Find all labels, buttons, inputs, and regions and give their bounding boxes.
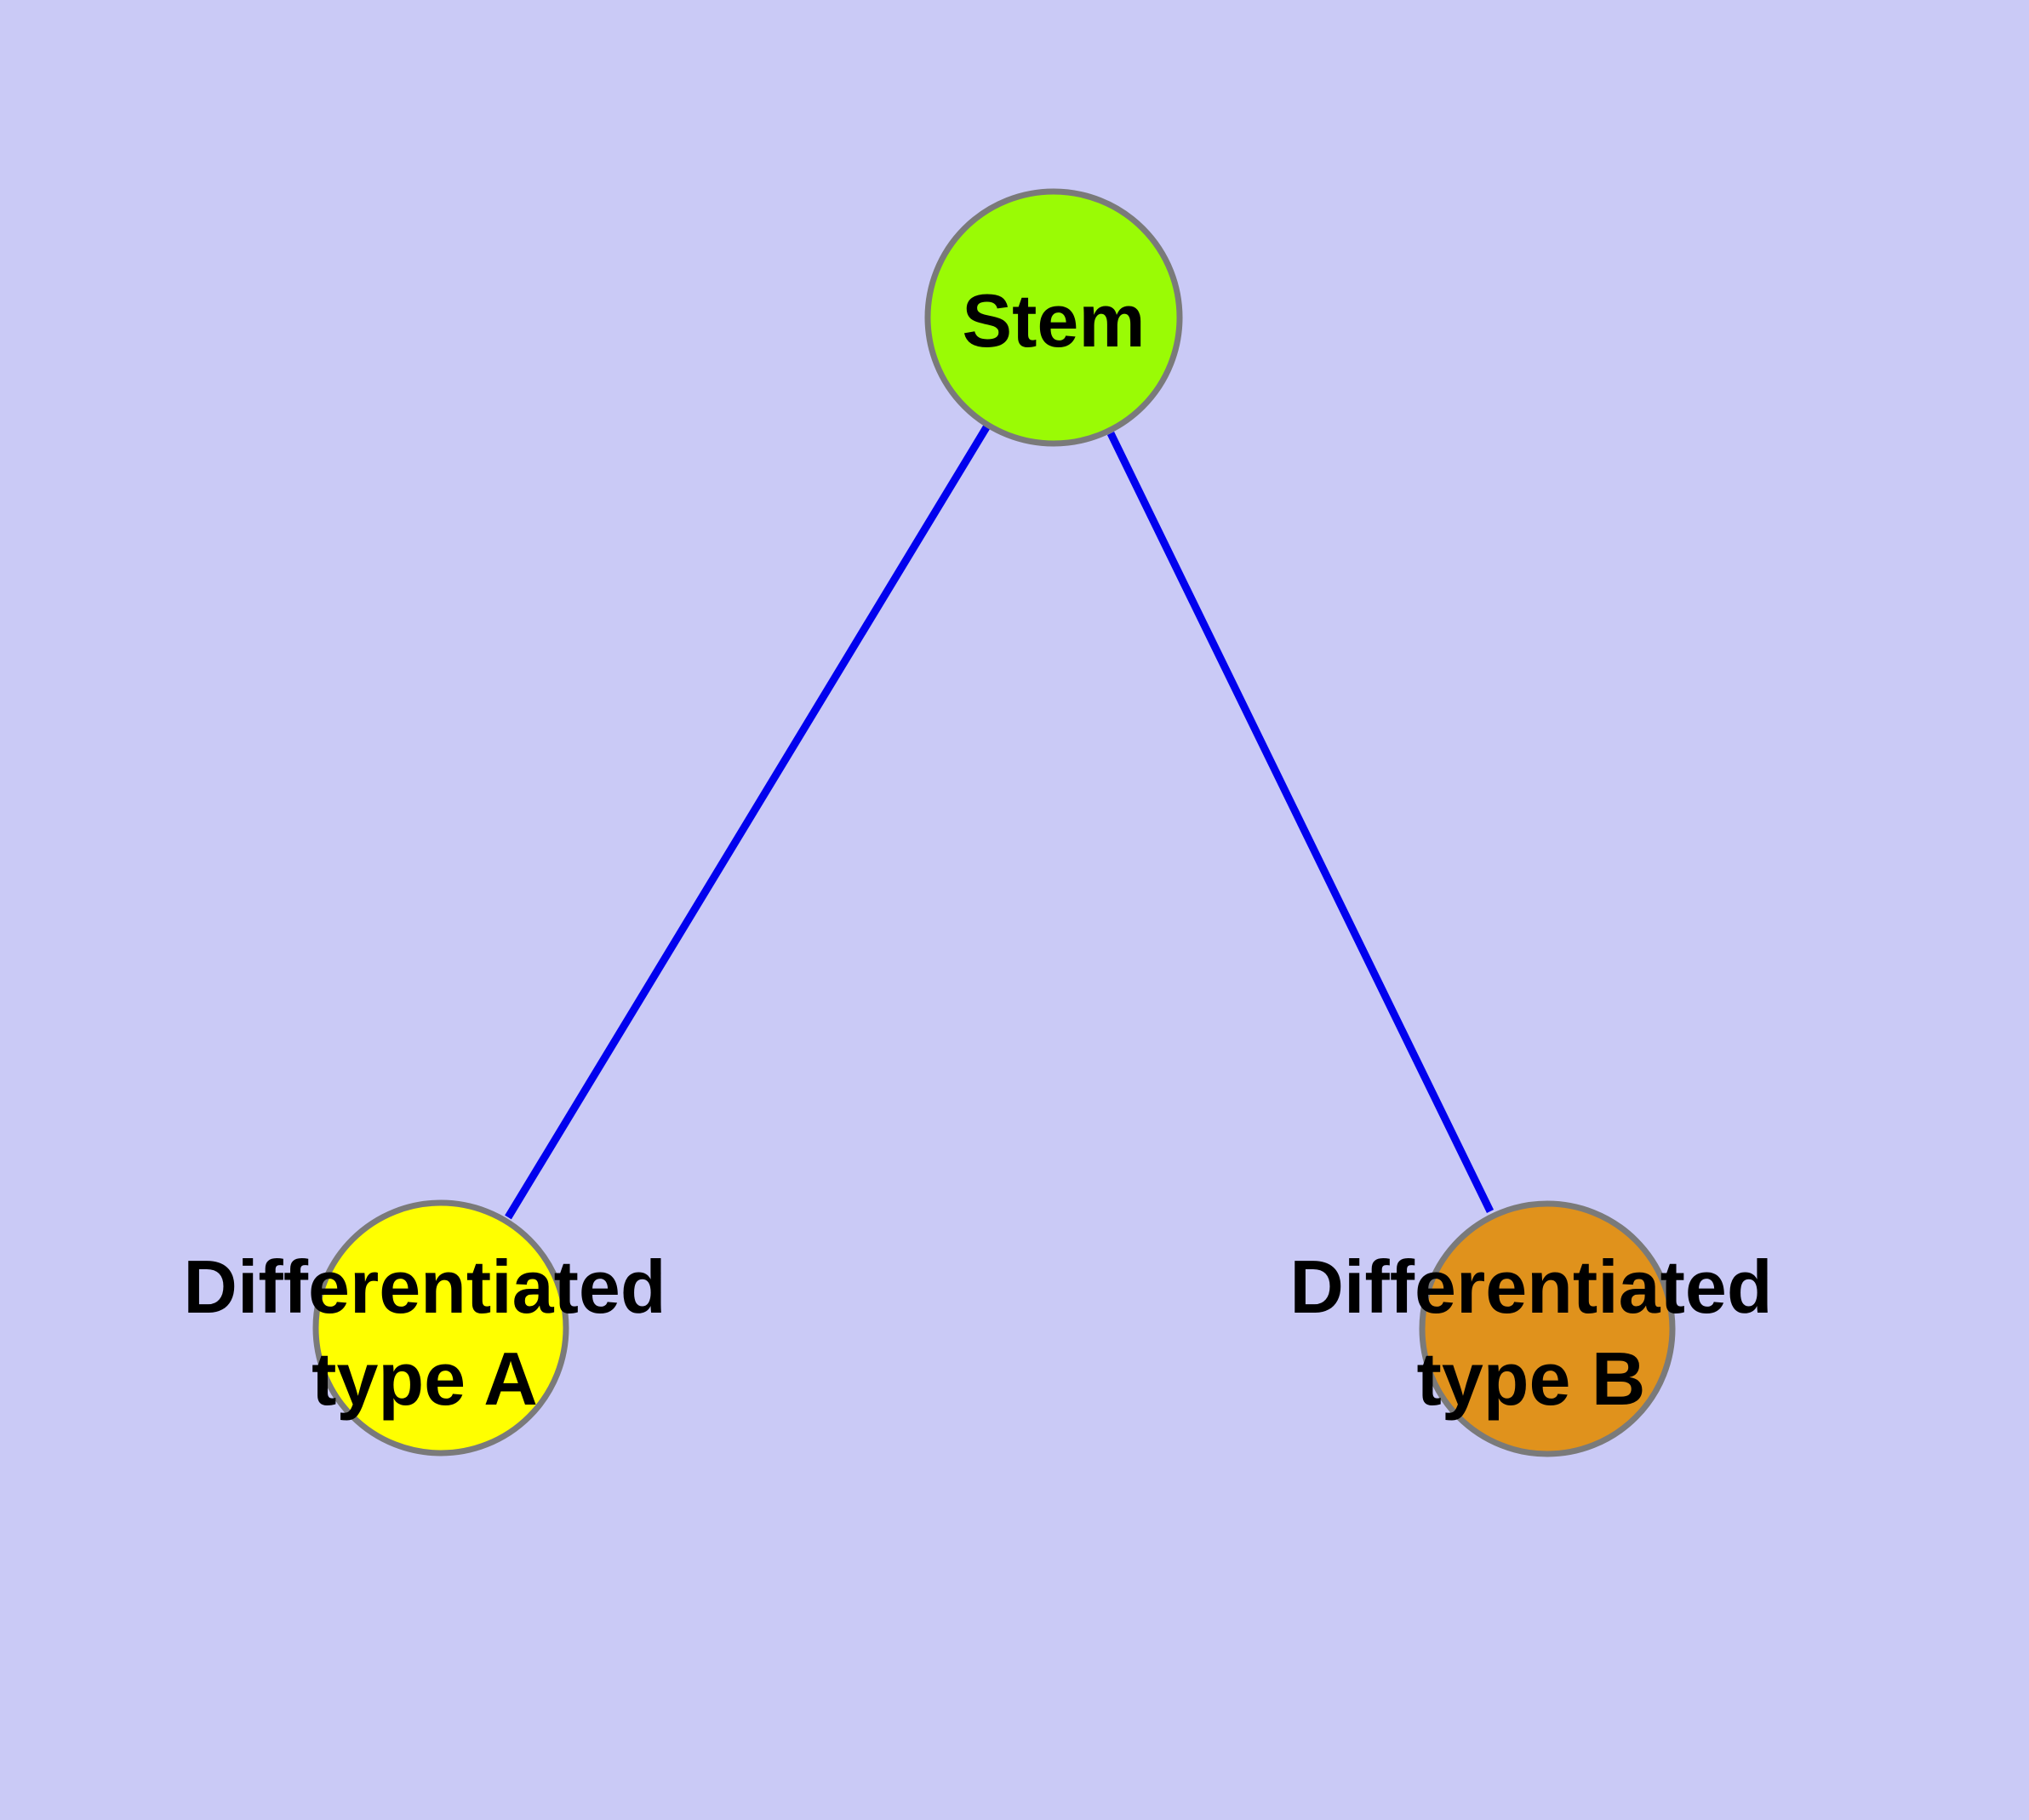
edge-stem-to-type-a	[505, 425, 990, 1220]
node-label-type-b-line1: Differentiated	[1289, 1245, 1772, 1329]
node-stem	[924, 188, 1183, 447]
node-differentiated-type-a	[312, 1199, 569, 1457]
node-label-type-a-line2: type A	[311, 1336, 538, 1421]
edge-stem-to-type-b	[1106, 432, 1495, 1213]
node-label-stem: Stem	[962, 278, 1145, 363]
node-differentiated-type-b	[1419, 1200, 1676, 1457]
node-label-type-a-line1: Differentiated	[183, 1245, 666, 1329]
node-label-type-b-line2: type B	[1417, 1336, 1646, 1421]
